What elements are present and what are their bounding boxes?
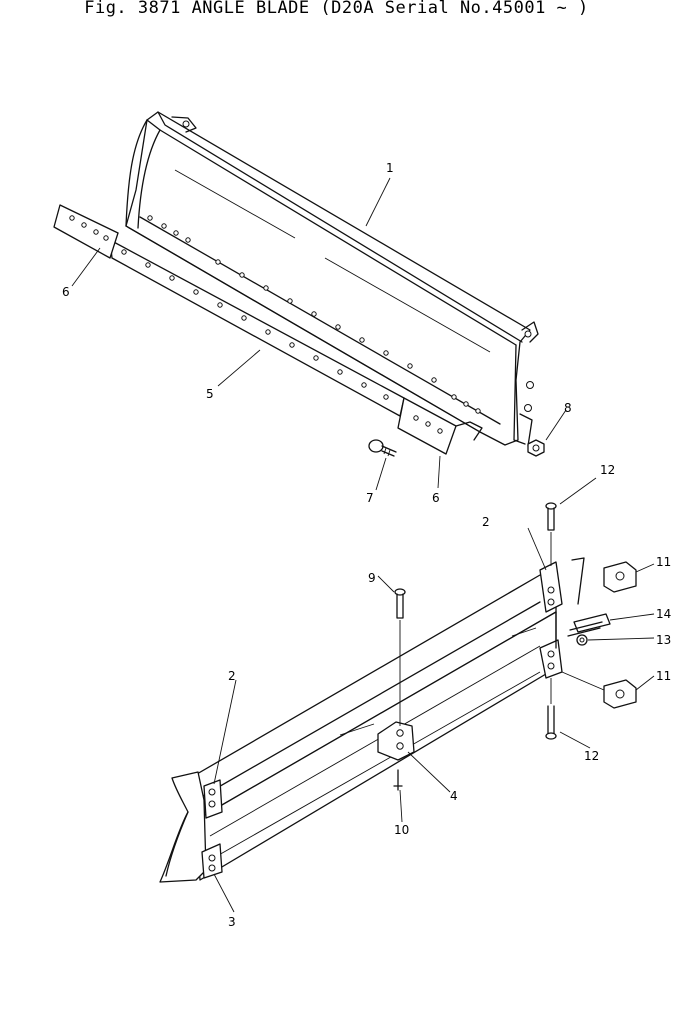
callout-number: 14	[656, 607, 671, 621]
clevis-icon	[571, 557, 637, 605]
callout-number: 2	[482, 515, 490, 529]
callout-number: 2	[228, 669, 236, 683]
callout-number: 4	[450, 789, 458, 803]
pin-icon	[394, 588, 406, 726]
callout-number: 12	[584, 749, 599, 763]
callout-number: 10	[394, 823, 409, 837]
figure-title: Fig. 3871 ANGLE BLADE (D20A Serial No.45…	[84, 0, 589, 18]
callout-number: 1	[386, 161, 394, 175]
pin-icon	[545, 502, 557, 566]
callout-number: 9	[368, 571, 376, 585]
callout-number: 11	[656, 669, 671, 683]
cotter-pin-icon	[393, 769, 403, 791]
bolt-icon	[368, 439, 397, 457]
callout-number: 13	[656, 633, 671, 647]
end-bit-left	[53, 204, 119, 259]
callout-number: 8	[564, 401, 572, 415]
callout-number: 11	[656, 555, 671, 569]
leader-lines	[71, 177, 655, 913]
callout-number: 3	[228, 915, 236, 929]
nut-icon	[527, 439, 545, 457]
blade-moldboard	[125, 111, 539, 447]
washer-icon	[576, 634, 588, 646]
callout-number: 5	[206, 387, 214, 401]
clevis-icon	[561, 671, 637, 709]
shim-icon	[567, 613, 611, 637]
callout-number: 12	[600, 463, 615, 477]
callout-number: 6	[62, 285, 70, 299]
end-bit-right	[397, 397, 483, 455]
callout-number: 6	[432, 491, 440, 505]
pin-icon	[545, 678, 557, 740]
blade-frame	[159, 561, 563, 883]
callout-number: 7	[366, 491, 374, 505]
